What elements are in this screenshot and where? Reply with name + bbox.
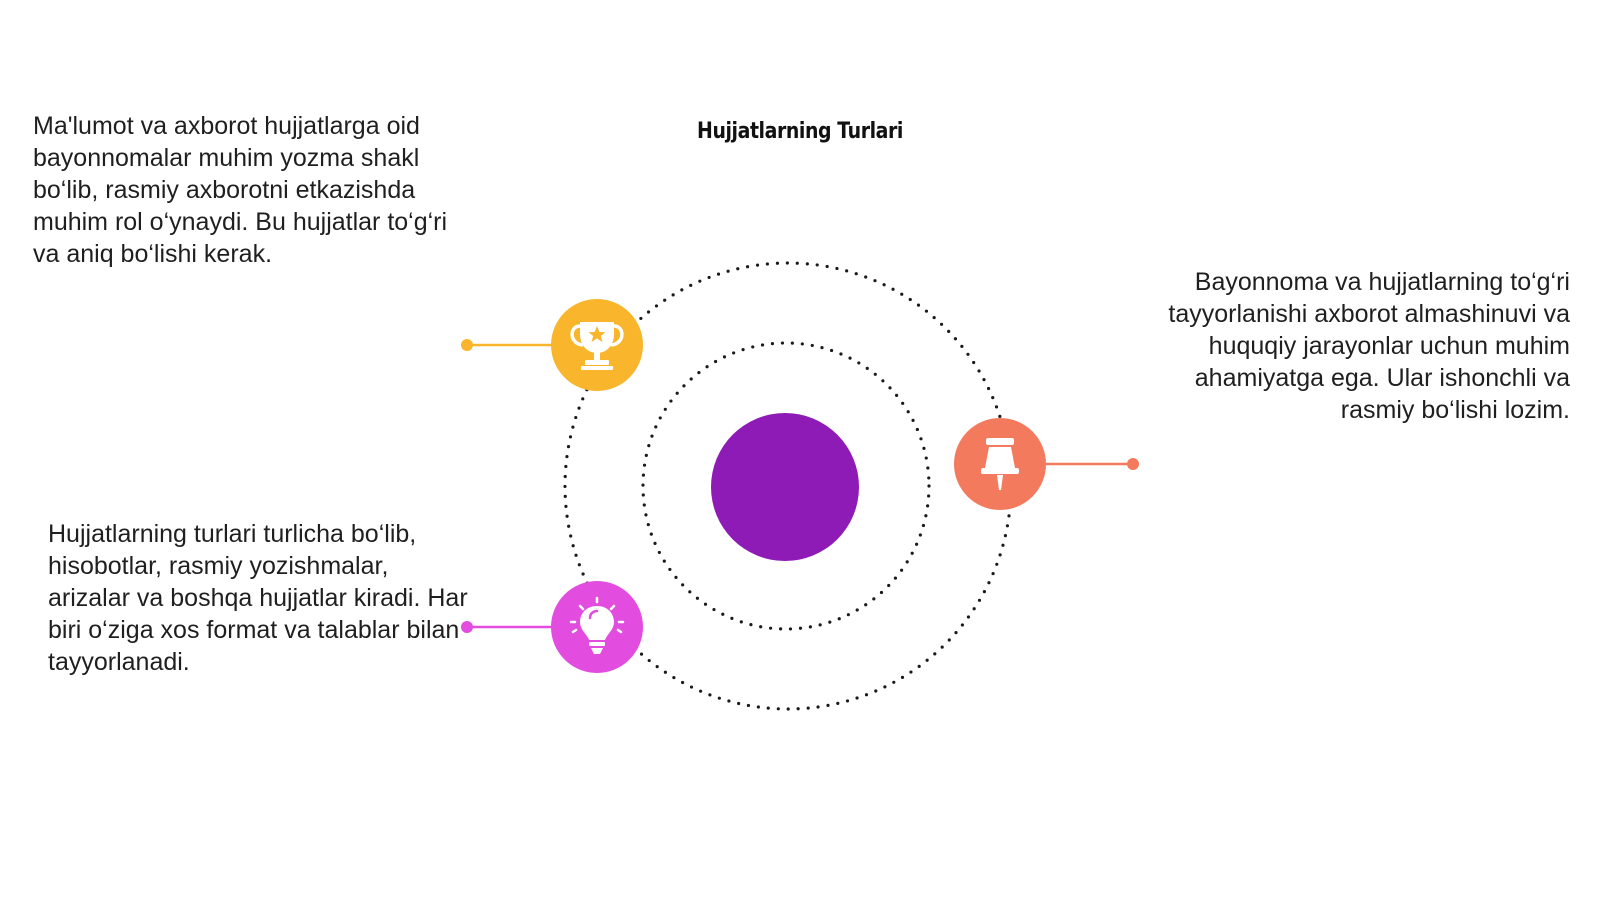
trophy-connector-dot <box>461 339 473 351</box>
pushpin-node <box>954 418 1139 510</box>
lightbulb-node <box>461 581 643 673</box>
trophy-icon <box>570 322 624 370</box>
pushpin-icon <box>981 438 1019 490</box>
trophy-node <box>461 299 643 391</box>
lightbulb-icon <box>569 596 625 654</box>
lightbulb-connector-dot <box>461 621 473 633</box>
pushpin-description: Bayonnoma va hujjatlarning to‘g‘ri tayyo… <box>1168 268 1570 424</box>
center-circle <box>711 413 859 561</box>
inner-orbit-ring <box>641 341 931 631</box>
trophy-description: Ma'lumot va axborot hujjatlarga oid bayo… <box>33 112 448 268</box>
diagram-title: Hujjatlarning Turlari <box>697 119 903 144</box>
pushpin-connector-dot <box>1127 458 1139 470</box>
lightbulb-description: Hujjatlarning turlari turlicha bo‘lib, h… <box>48 520 468 676</box>
